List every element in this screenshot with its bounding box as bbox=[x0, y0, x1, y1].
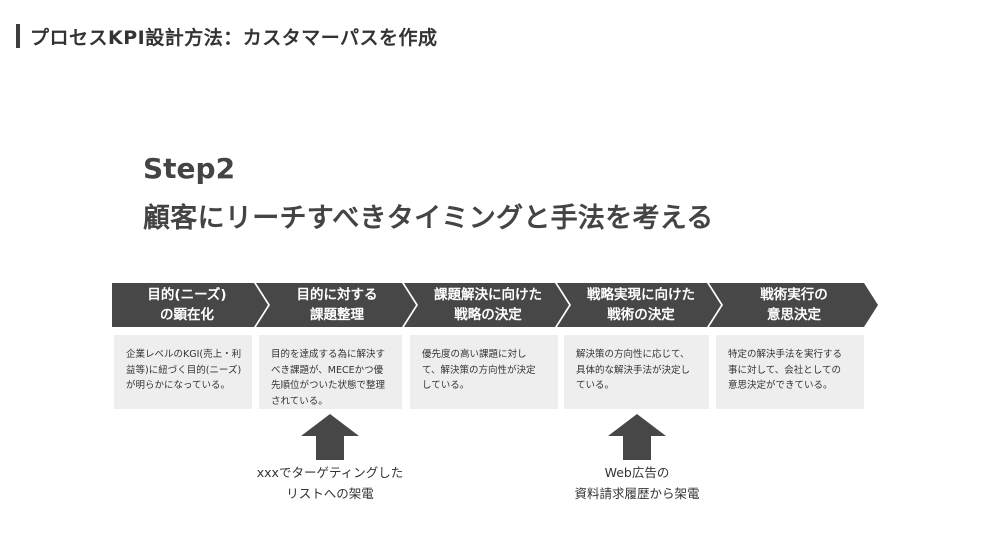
stage-2-title: 目的に対する課題整理 bbox=[296, 287, 378, 323]
step-headline: 顧客にリーチすべきタイミングと手法を考える bbox=[143, 203, 714, 234]
stage-1-description: 企業レベルのKGI(売上・利 益等)に紐づく目的(ニーズ) が明らかになっている… bbox=[114, 335, 252, 409]
page-header: プロセスKPI設計方法：カスタマーパスを作成 bbox=[16, 24, 438, 49]
arrow-up-icon bbox=[608, 414, 666, 460]
stage-5-title: 戦術実行の意思決定 bbox=[760, 287, 828, 323]
header-accent-bar bbox=[16, 24, 20, 48]
stage-4-description: 解決策の方向性に応じて、 具体的な解決手法が決定し ている。 bbox=[564, 335, 709, 409]
stage-3-title: 課題解決に向けた戦略の決定 bbox=[434, 287, 542, 323]
stage-1-title: 目的(ニーズ)の顕在化 bbox=[147, 287, 227, 323]
stage-5-description: 特定の解決手法を実行する 事に対して、会社としての 意思決定ができている。 bbox=[716, 335, 864, 409]
arrow-up-icon bbox=[301, 414, 359, 460]
stage-5-chevron bbox=[709, 283, 878, 327]
stage-4-chevron bbox=[557, 283, 721, 327]
stage-2-chevron bbox=[256, 283, 416, 327]
stage-2-description: 目的を達成する為に解決す べき課題が、MECEかつ優 先順位がついた状態で整理 … bbox=[259, 335, 402, 409]
stage-3-description: 優先度の高い課題に対し て、解決策の方向性が決定 している。 bbox=[410, 335, 558, 409]
stage-3-chevron bbox=[404, 283, 569, 327]
step-label: Step2 bbox=[143, 152, 236, 185]
stage-1-chevron bbox=[112, 283, 268, 327]
page-title: プロセスKPI設計方法：カスタマーパスを作成 bbox=[30, 26, 438, 49]
callout-stage-4: Web広告の 資料請求履歴から架電 bbox=[574, 465, 700, 501]
callout-stage-2: xxxでターゲティングした リストへの架電 bbox=[256, 465, 404, 501]
stage-4-title: 戦略実現に向けた戦術の決定 bbox=[587, 287, 695, 323]
